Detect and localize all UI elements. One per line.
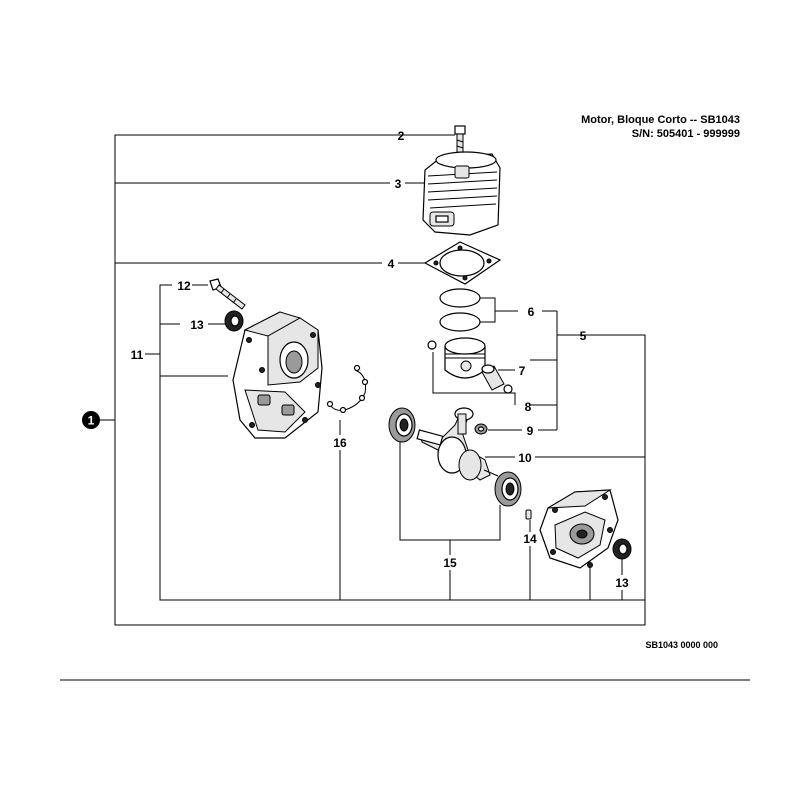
crankshaft-part <box>416 407 499 481</box>
crankcase-right-part <box>539 489 619 569</box>
cylinder-part <box>422 151 501 236</box>
callout-13-right: 13 <box>615 576 629 590</box>
callout-5: 5 <box>580 329 587 343</box>
diagram-reference-code: SB1043 0000 000 <box>645 640 718 650</box>
callout-2: 2 <box>398 129 405 143</box>
callout-14: 14 <box>523 532 537 546</box>
callout-8: 8 <box>525 400 532 414</box>
dowel-pin-part <box>525 509 532 520</box>
serial-number-range: S/N: 505401 - 999999 <box>632 128 740 140</box>
diagram-title: Motor, Bloque Corto -- SB1043 <box>581 114 740 126</box>
piston-rings-part <box>439 288 481 332</box>
needle-bearing-part <box>474 423 488 435</box>
ball-bearing-part <box>388 407 522 507</box>
callout-12: 12 <box>177 279 191 293</box>
crankcase-gasket-part <box>326 364 369 414</box>
leader-lines <box>100 134 646 626</box>
piston-part <box>444 337 486 379</box>
piston-pin-part <box>481 364 505 391</box>
cylinder-gasket-part <box>423 241 502 285</box>
crankcase-left-part <box>232 311 323 439</box>
assembly-callout-number: 1 <box>88 414 95 428</box>
piston-circlip-part <box>427 340 513 394</box>
callout-3: 3 <box>395 177 402 191</box>
callout-16: 16 <box>333 436 347 450</box>
assembly-callout-badge: 1 <box>82 411 100 429</box>
callout-numbers: 2 3 4 5 6 7 8 9 10 11 12 13 13 14 15 16 <box>131 129 629 590</box>
crankcase-bolt-part <box>209 278 246 310</box>
header-crop-mask <box>540 100 750 115</box>
callout-13-left: 13 <box>190 318 204 332</box>
callout-10: 10 <box>518 451 532 465</box>
oil-seal-part <box>224 310 632 560</box>
callout-15: 15 <box>443 556 457 570</box>
callout-11: 11 <box>131 348 144 362</box>
callout-9: 9 <box>527 424 534 438</box>
callout-6: 6 <box>528 305 535 319</box>
callout-7: 7 <box>519 364 526 378</box>
callout-4: 4 <box>388 257 395 271</box>
